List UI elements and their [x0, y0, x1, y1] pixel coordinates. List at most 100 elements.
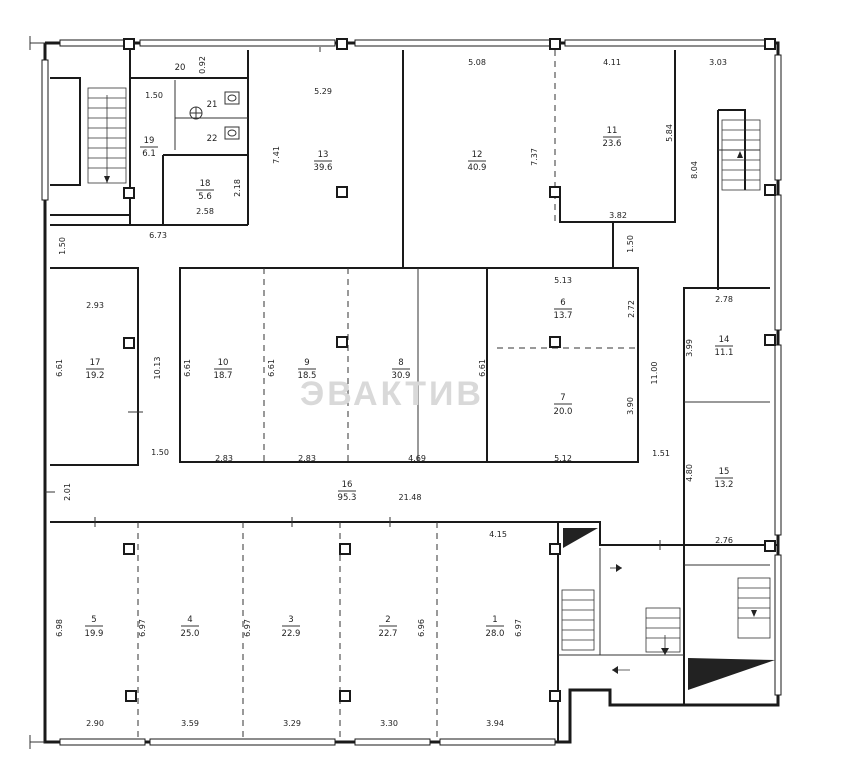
room-13-number: 13: [318, 150, 329, 160]
dim-382: 3.82: [609, 211, 627, 220]
dim-513: 5.13: [554, 276, 572, 285]
dim-272: 2.72: [627, 300, 636, 318]
dim-697a: 6.97: [138, 619, 147, 637]
room-14-number: 14: [719, 335, 730, 345]
dim-151: 1.51: [652, 449, 670, 458]
dim-469: 4.69: [408, 454, 426, 463]
room-19-area: 6.1: [142, 149, 156, 159]
room-labels: 1 28.0 2 22.7 3 22.9 4 25.0 5 19.9 6 13.…: [85, 63, 734, 639]
stair-lower-center: [561, 564, 681, 674]
stair-lower-right: [688, 577, 775, 690]
dim-258: 2.58: [196, 207, 214, 216]
dim-697b: 6.97: [243, 619, 252, 637]
dim-1013: 10.13: [153, 357, 162, 380]
stair-left: [87, 87, 127, 184]
room-11-area: 23.6: [603, 139, 622, 149]
dim-330: 3.30: [380, 719, 398, 728]
dim-697c: 6.97: [514, 619, 523, 637]
room-17-number: 17: [90, 358, 101, 368]
windows: [41, 39, 782, 746]
room-9-number: 9: [304, 358, 309, 368]
dim-529: 5.29: [314, 87, 332, 96]
dim-218: 2.18: [233, 179, 242, 197]
room-2-area: 22.7: [379, 629, 398, 639]
room-1-number: 1: [492, 615, 497, 625]
dim-092: 0.92: [198, 56, 207, 74]
dim-698: 6.98: [55, 619, 64, 637]
dim-399: 3.99: [685, 339, 694, 357]
room-9-area: 18.5: [298, 371, 317, 381]
room-16-area: 95.3: [338, 493, 357, 503]
room-4-area: 25.0: [181, 629, 200, 639]
room-17-area: 19.2: [86, 371, 105, 381]
room-6-number: 6: [560, 298, 565, 308]
dim-512: 5.12: [554, 454, 572, 463]
dim-283b: 2.83: [298, 454, 316, 463]
room-3-area: 22.9: [282, 629, 301, 639]
room-5-number: 5: [91, 615, 96, 625]
dim-290: 2.90: [86, 719, 104, 728]
dim-661c: 6.61: [267, 359, 276, 377]
room-7-area: 20.0: [554, 407, 573, 417]
room-15-area: 13.2: [715, 480, 734, 490]
room-8-area: 30.9: [392, 371, 411, 381]
dim-411: 4.11: [603, 58, 621, 67]
dim-661d: 6.61: [478, 359, 487, 377]
dim-329: 3.29: [283, 719, 301, 728]
dim-150b: 1.50: [626, 235, 635, 253]
room-8-number: 8: [398, 358, 403, 368]
dim-737: 7.37: [530, 148, 539, 166]
wedge-mark: [563, 528, 598, 548]
room-19-number: 19: [144, 136, 155, 146]
dim-394: 3.94: [486, 719, 504, 728]
dimension-ticks: [45, 47, 661, 550]
dim-741: 7.41: [272, 146, 281, 164]
room-6-area: 13.7: [554, 311, 573, 321]
room-2-number: 2: [385, 615, 390, 625]
room-21-number: 21: [207, 100, 218, 110]
dim-661b: 6.61: [183, 359, 192, 377]
dim-673: 6.73: [149, 231, 167, 240]
dim-278: 2.78: [715, 295, 733, 304]
dim-359: 3.59: [181, 719, 199, 728]
dim-415: 4.15: [489, 530, 507, 539]
room-13-area: 39.6: [314, 163, 333, 173]
dim-661a: 6.61: [55, 359, 64, 377]
room-11-number: 11: [607, 126, 618, 136]
room-4-number: 4: [187, 615, 192, 625]
room-22-number: 22: [207, 134, 218, 144]
wc-fixtures: [189, 91, 240, 140]
room-12-number: 12: [472, 150, 483, 160]
columns: [123, 38, 776, 702]
dimension-labels: 0.92 1.50 5.29 7.41 5.08 7.37 4.11 5.84 …: [55, 56, 733, 728]
room-10-number: 10: [218, 358, 229, 368]
room-12-area: 40.9: [468, 163, 487, 173]
dim-150c: 1.50: [58, 237, 67, 255]
dim-696: 6.96: [417, 619, 426, 637]
dim-1100: 11.00: [650, 362, 659, 385]
dim-390: 3.90: [626, 397, 635, 415]
room-3-number: 3: [288, 615, 293, 625]
stairs: [87, 87, 775, 690]
dim-293: 2.93: [86, 301, 104, 310]
watermark: ЭВАКТИВ: [300, 375, 484, 413]
room-14-area: 11.1: [715, 348, 734, 358]
dim-804: 8.04: [690, 161, 699, 179]
room-7-number: 7: [560, 393, 565, 403]
dim-303: 3.03: [709, 58, 727, 67]
room-18-area: 5.6: [198, 192, 212, 202]
room-5-area: 19.9: [85, 629, 104, 639]
dim-584: 5.84: [665, 124, 674, 142]
dim-150d: 1.50: [151, 448, 169, 457]
dim-283a: 2.83: [215, 454, 233, 463]
dim-2148: 21.48: [399, 493, 422, 502]
stair-right-top: [721, 119, 761, 191]
dim-276: 2.76: [715, 536, 733, 545]
room-10-area: 18.7: [214, 371, 233, 381]
dim-201: 2.01: [63, 483, 72, 501]
room-20-number: 20: [175, 63, 186, 73]
dim-508: 5.08: [468, 58, 486, 67]
dim-480: 4.80: [685, 464, 694, 482]
room-18-number: 18: [200, 179, 211, 189]
